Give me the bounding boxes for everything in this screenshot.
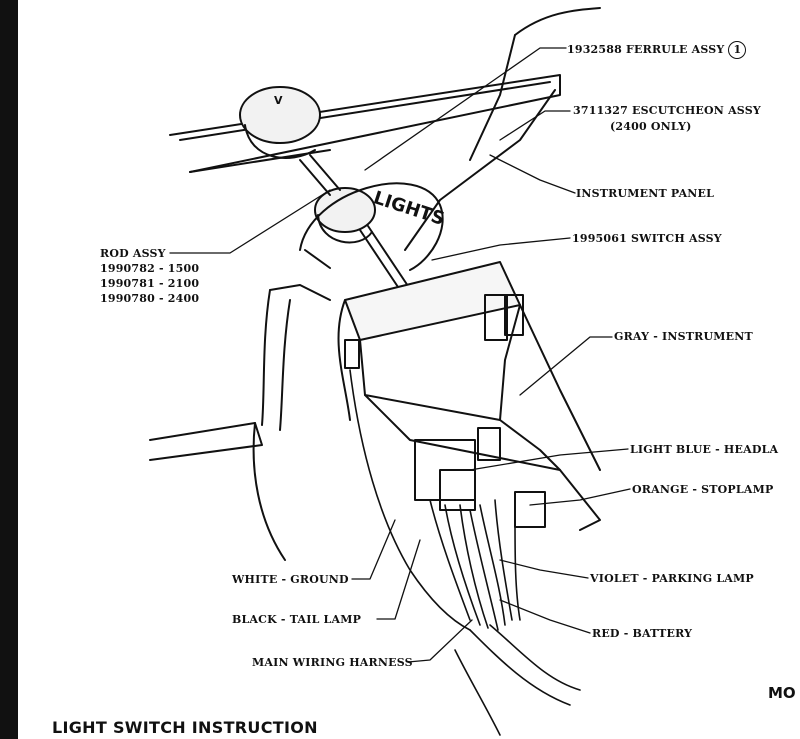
red-wire-label: RED - BATTERY bbox=[592, 627, 693, 640]
corner-fragment: MO bbox=[768, 684, 796, 702]
scan-border bbox=[0, 0, 18, 739]
violet-wire-label: VIOLET - PARKING LAMP bbox=[590, 572, 754, 585]
rod-1500-label: 1990782 - 1500 bbox=[100, 262, 200, 275]
bezel-lettering: LIGHTS bbox=[371, 187, 447, 230]
rod-and-knob-drawing bbox=[239, 86, 420, 311]
gray-wire-label: GRAY - INSTRUMENT bbox=[614, 330, 753, 343]
harness-label: MAIN WIRING HARNESS bbox=[252, 656, 413, 669]
escutcheon-note: (2400 ONLY) bbox=[610, 120, 692, 133]
black-wire-label: BLACK - TAIL LAMP bbox=[232, 613, 362, 626]
wiring-harness-drawing bbox=[349, 369, 581, 736]
ferrule-ref-marker: 1 bbox=[728, 41, 747, 59]
escutcheon-label: 3711327 ESCUTCHEON ASSY bbox=[573, 104, 761, 117]
rod-2100-label: 1990781 - 2100 bbox=[100, 277, 200, 290]
page-title: LIGHT SWITCH INSTRUCTION bbox=[52, 718, 318, 737]
knob-letter: V bbox=[274, 94, 283, 107]
lights-bezel-drawing bbox=[299, 182, 444, 271]
switch-housing-drawing bbox=[344, 261, 601, 531]
mounting-bracket-drawing bbox=[149, 284, 351, 561]
instrument-panel-drawing bbox=[169, 7, 601, 251]
ferrule-label-text: 1932588 FERRULE ASSY bbox=[567, 43, 725, 56]
rod-2400-label: 1990780 - 2400 bbox=[100, 292, 200, 305]
orange-wire-label: ORANGE - STOPLAMP bbox=[632, 483, 774, 496]
instrument-panel-label: INSTRUMENT PANEL bbox=[576, 187, 715, 200]
rod-assy-label: ROD ASSY bbox=[100, 247, 166, 260]
switch-assy-label: 1995061 SWITCH ASSY bbox=[572, 232, 722, 245]
lightblue-wire-label: LIGHT BLUE - HEADLA bbox=[630, 443, 779, 456]
white-wire-label: WHITE - GROUND bbox=[232, 573, 349, 586]
leader-lines bbox=[169, 47, 631, 663]
